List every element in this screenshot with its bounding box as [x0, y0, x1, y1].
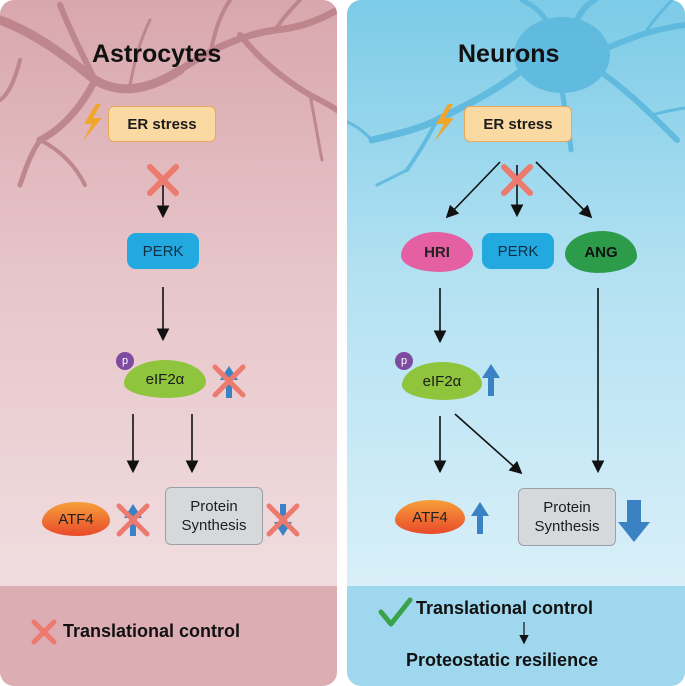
protein-line-1: Protein	[190, 498, 238, 515]
blocked-up-arrow-icon	[212, 364, 246, 398]
check-icon	[378, 597, 413, 627]
neurons-footer-text-2: Proteostatic resilience	[406, 650, 599, 670]
astrocytes-er-stress-node: ER stress	[108, 106, 216, 142]
lightning-bolt-icon	[434, 104, 454, 142]
protein-line-1: Protein	[543, 499, 591, 516]
neurons-panel	[347, 0, 685, 686]
neurons-footer-text-1: Translational control	[416, 598, 594, 618]
phospho-badge: p	[395, 352, 413, 370]
neurons-title: Neurons	[458, 40, 560, 68]
arrow	[454, 413, 523, 475]
neurons-er-stress-node: ER stress	[464, 106, 572, 142]
neurons-protein-synthesis-node: Protein Synthesis	[518, 488, 616, 546]
astrocytes-perk-node: PERK	[127, 233, 199, 269]
neurons-eif2a-node: eIF2α	[402, 362, 482, 400]
astrocytes-title: Astrocytes	[92, 40, 222, 68]
astrocytes-atf4-node: ATF4	[42, 502, 110, 536]
arrow	[445, 161, 501, 219]
up-arrow-icon	[471, 502, 489, 534]
lightning-bolt-icon	[82, 104, 102, 142]
blocked-x-icon	[501, 164, 533, 196]
arrow	[535, 161, 593, 219]
phospho-badge: p	[116, 352, 134, 370]
blocked-x-icon	[147, 164, 179, 196]
astrocytes-footer-text: Translational control	[63, 621, 241, 641]
down-arrow-icon	[618, 500, 650, 542]
astrocytes-protein-synthesis-node: Protein Synthesis	[165, 487, 263, 545]
astrocyte-cell-illustration	[0, 0, 337, 188]
blocked-up-arrow-icon	[116, 503, 150, 537]
astrocytes-footer	[0, 586, 337, 686]
neurons-atf4-node: ATF4	[395, 500, 465, 534]
astrocytes-eif2a-node: eIF2α	[124, 360, 206, 398]
up-arrow-icon	[482, 364, 500, 396]
hri-node: HRI	[401, 232, 473, 272]
neuron-cell-illustration	[347, 0, 685, 187]
blocked-down-arrow-icon	[266, 503, 300, 537]
neurons-footer	[347, 586, 685, 686]
neurons-perk-node: PERK	[482, 233, 554, 269]
x-icon	[31, 619, 57, 645]
protein-line-2: Synthesis	[534, 518, 600, 535]
ang-node: ANG	[565, 231, 637, 273]
protein-line-2: Synthesis	[181, 517, 247, 534]
